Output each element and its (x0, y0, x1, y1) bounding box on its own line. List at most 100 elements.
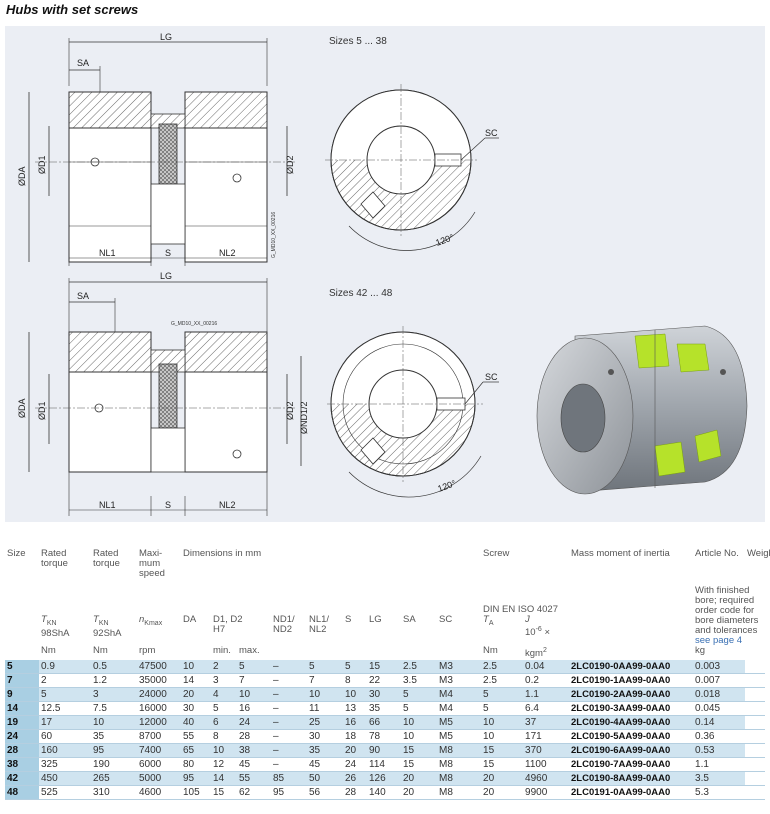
cell-art: 2LC0190-6AA99-0AA0 (569, 743, 694, 758)
cell-m: 0.36 (693, 729, 746, 744)
cell-m: 0.003 (693, 660, 746, 674)
cell-da: 20 (181, 687, 211, 702)
page-title: Hubs with set screws (6, 2, 139, 17)
cell-m: 5.3 (693, 785, 746, 800)
header-s: S (345, 614, 352, 626)
cell-s: 5 (343, 660, 367, 674)
cell-dmin: 3 (211, 673, 237, 688)
cell-dmin: 14 (211, 771, 237, 786)
angle-label-bottom: 120° (436, 478, 457, 494)
cell-nl: 5 (307, 660, 343, 674)
cell-da: 55 (181, 729, 211, 744)
cell-m: 0.045 (693, 701, 746, 716)
cell-ta: 2.5 (481, 673, 524, 688)
unit-nm-3: Nm (483, 645, 498, 656)
cell-j: 1.1 (523, 687, 570, 702)
cell-art: 2LC0190-2AA99-0AA0 (569, 687, 694, 702)
cell-lg: 15 (367, 660, 401, 674)
nl1-label-bottom: NL1 (99, 500, 116, 510)
cell-n: 4600 (137, 785, 181, 800)
header-size: Size (7, 548, 26, 559)
cell-art: 2LC0190-0AA99-0AA0 (569, 660, 694, 674)
cell-sa: 2.5 (401, 660, 437, 674)
cell-n: 16000 (137, 701, 181, 716)
header-ta: TA (483, 614, 494, 627)
cell-ta: 15 (481, 757, 524, 772)
header-lg: LG (369, 614, 382, 626)
cell-ta: 20 (481, 785, 524, 800)
cell-lg: 22 (367, 673, 401, 688)
cell-size: 14 (5, 701, 39, 716)
header-dimensions: Dimensions in mm (183, 548, 262, 559)
cell-t92: 310 (91, 785, 137, 800)
cell-n: 12000 (137, 715, 181, 730)
cell-t98: 12.5 (39, 701, 91, 716)
cell-s: 24 (343, 757, 367, 772)
cell-sa: 10 (401, 715, 437, 730)
s-label-bottom: S (165, 500, 171, 510)
cell-t92: 10 (91, 715, 137, 730)
cell-dmax: 28 (237, 729, 271, 744)
cell-lg: 78 (367, 729, 401, 744)
cell-dmax: 55 (237, 771, 271, 786)
cell-m: 0.007 (693, 673, 746, 688)
cell-dmin: 8 (211, 729, 237, 744)
cell-size: 9 (5, 687, 39, 702)
cell-t98: 17 (39, 715, 91, 730)
cell-art: 2LC0190-5AA99-0AA0 (569, 729, 694, 744)
cell-sa: 10 (401, 729, 437, 744)
cell-dmin: 10 (211, 743, 237, 758)
cell-dmin: 12 (211, 757, 237, 772)
cell-size: 19 (5, 715, 39, 730)
header-weight: Weight (747, 548, 770, 559)
lg-label-bottom: LG (160, 271, 172, 281)
cell-dmin: 4 (211, 687, 237, 702)
cell-nl: 50 (307, 771, 343, 786)
cell-lg: 90 (367, 743, 401, 758)
cell-lg: 35 (367, 701, 401, 716)
unit-max: max. (239, 645, 260, 656)
cell-sc: M4 (437, 701, 482, 716)
cell-t98: 325 (39, 757, 91, 772)
cell-size: 42 (5, 771, 39, 786)
cell-dmax: 16 (237, 701, 271, 716)
cell-t92: 35 (91, 729, 137, 744)
cell-nl: 10 (307, 687, 343, 702)
cell-nl: 30 (307, 729, 343, 744)
cell-sc: M8 (437, 785, 482, 800)
cell-nd: 95 (271, 785, 307, 800)
cell-ta: 10 (481, 715, 524, 730)
cell-dmin: 5 (211, 701, 237, 716)
coupling-3d-render (536, 325, 748, 495)
cell-n: 35000 (137, 673, 181, 688)
cell-dmax: 10 (237, 687, 271, 702)
cell-nl: 7 (307, 673, 343, 688)
top-front-view: SC 120° (325, 84, 499, 251)
cell-dmax: 24 (237, 715, 271, 730)
cell-t92: 190 (91, 757, 137, 772)
cell-size: 38 (5, 757, 39, 772)
cell-t92: 3 (91, 687, 137, 702)
cell-lg: 30 (367, 687, 401, 702)
cell-t98: 0.9 (39, 660, 91, 674)
cell-t98: 160 (39, 743, 91, 758)
cell-m: 0.018 (693, 687, 746, 702)
cell-lg: 66 (367, 715, 401, 730)
cell-sc: M8 (437, 771, 482, 786)
see-page-link[interactable]: see page 4 (695, 635, 743, 646)
cell-ta: 2.5 (481, 660, 524, 674)
cell-sa: 3.5 (401, 673, 437, 688)
cell-n: 8700 (137, 729, 181, 744)
cell-nd: – (271, 729, 307, 744)
cell-n: 47500 (137, 660, 181, 674)
cell-n: 7400 (137, 743, 181, 758)
header-mass-moment: Mass moment of inertia (571, 548, 670, 559)
cell-dmax: 7 (237, 673, 271, 688)
cell-m: 0.14 (693, 715, 746, 730)
